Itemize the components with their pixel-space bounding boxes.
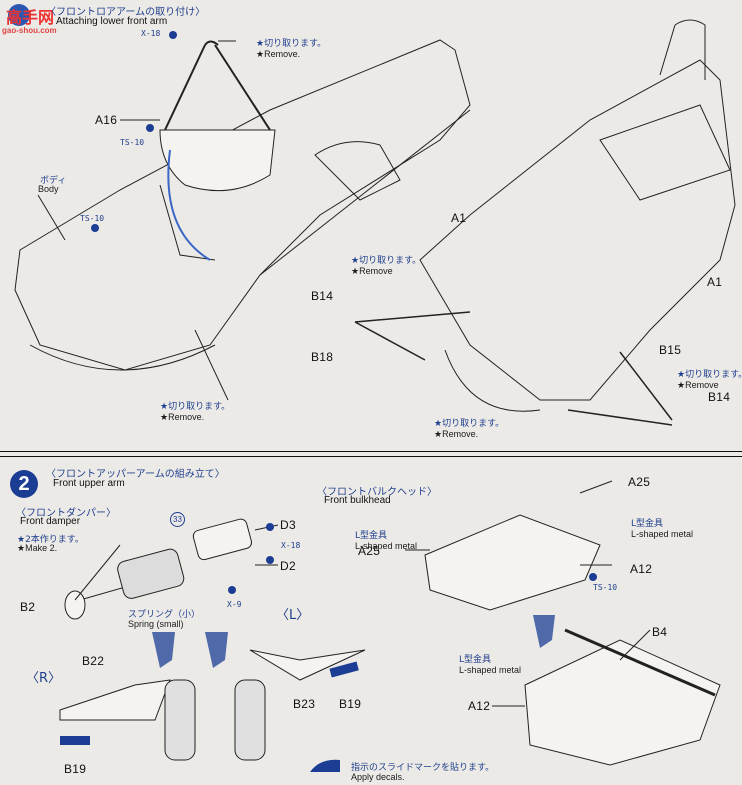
damper-title-en: Front damper bbox=[20, 516, 81, 527]
shock-l bbox=[234, 679, 266, 761]
spring-coil bbox=[117, 548, 185, 599]
label-a12-right: A12 bbox=[630, 562, 653, 576]
label-ts10-b: TS-10 bbox=[80, 214, 105, 223]
section-divider-top bbox=[0, 451, 742, 452]
screw-x18 bbox=[169, 31, 177, 39]
label-x9: X-9 bbox=[227, 600, 242, 609]
bulkhead-title-en: Front bulkhead bbox=[324, 495, 391, 506]
label-x18: X-18 bbox=[141, 29, 161, 38]
decal-note-jp: 指示のスライドマークを貼ります。 bbox=[351, 763, 495, 773]
damper-title-jp: 〈フロントダンパー〉 bbox=[16, 508, 116, 519]
screw-x9 bbox=[228, 586, 236, 594]
damper-note-en: ★Make 2. bbox=[17, 543, 58, 553]
arrow-down-2 bbox=[205, 632, 228, 668]
upper-arm-r bbox=[59, 679, 171, 721]
step2-title-jp: 〈フロントアッパーアームの組み立て〉 bbox=[46, 469, 225, 480]
lower-arm-b18 bbox=[354, 311, 471, 361]
label-b19-r: B19 bbox=[64, 762, 87, 776]
section-divider-bottom bbox=[0, 456, 742, 457]
decal-icon bbox=[310, 759, 340, 772]
shock-r bbox=[164, 679, 196, 761]
label-b22: B22 bbox=[82, 654, 105, 668]
watermark-url: gao-shou.com bbox=[2, 26, 57, 35]
roll-hoop bbox=[164, 40, 271, 131]
screw-x18-s2 bbox=[266, 523, 274, 531]
bulkhead-title-jp: 〈フロントバルクヘッド〉 bbox=[317, 487, 437, 498]
body-tub-side bbox=[259, 109, 471, 276]
label-b19-l: B19 bbox=[339, 697, 362, 711]
remove-note-1: ★切り取ります。 ★Remove. bbox=[256, 39, 327, 59]
screw-ts10-a bbox=[146, 124, 154, 132]
label-a1-right: A1 bbox=[707, 275, 723, 289]
remove-note-5: ★切り取ります。 ★Remove bbox=[677, 370, 742, 390]
label-b23: B23 bbox=[293, 697, 316, 711]
label-b2: B2 bbox=[20, 600, 36, 614]
label-body-en: Body bbox=[38, 184, 59, 194]
remove-note-3: ★切り取ります。 ★Remove bbox=[351, 256, 422, 276]
label-a25-left: A25 bbox=[358, 544, 381, 558]
step1-title-jp: 〈フロントロアアームの取り付け〉 bbox=[46, 7, 206, 18]
label-a1-left: A1 bbox=[451, 211, 467, 225]
screw-ts10-b bbox=[91, 224, 99, 232]
screw-d2 bbox=[266, 556, 274, 564]
label-left-side: 〈L〉 bbox=[276, 608, 310, 623]
step1-title-en: Attaching lower front arm bbox=[56, 16, 168, 27]
rod-b4 bbox=[564, 628, 716, 697]
decal-b19-l bbox=[329, 661, 359, 678]
decal-note-en: Apply decals. bbox=[351, 772, 405, 782]
label-d3: D3 bbox=[280, 518, 296, 532]
label-b4: B4 bbox=[652, 625, 668, 639]
body-tub-rim bbox=[29, 344, 216, 371]
label-b18: B18 bbox=[311, 350, 334, 364]
arrow-down-1 bbox=[152, 632, 175, 668]
spring-label-jp: スプリング（小） bbox=[128, 610, 201, 620]
hoop-plate bbox=[159, 129, 276, 192]
step2-title-en: Front upper arm bbox=[53, 478, 125, 489]
label-right-side: 〈R〉 bbox=[26, 671, 62, 686]
spring-label-en: Spring (small) bbox=[128, 619, 184, 629]
label-b14-right: B14 bbox=[708, 390, 731, 404]
label-body-jp: ボディ bbox=[40, 176, 67, 186]
decal-b19-r bbox=[60, 736, 90, 745]
label-b15: B15 bbox=[659, 343, 682, 357]
label-a25-top: A25 bbox=[628, 475, 651, 489]
bulkhead-plate bbox=[424, 514, 601, 611]
l-metal-label-2: L型金具 L-shaped metal bbox=[631, 519, 694, 539]
remove-note-2: ★切り取ります。 ★Remove. bbox=[160, 402, 231, 422]
right-body-outline bbox=[419, 59, 736, 401]
arrow-down-3 bbox=[533, 615, 555, 648]
label-ts10-a: TS-10 bbox=[120, 138, 145, 147]
damper-rod-highlight bbox=[167, 149, 211, 261]
decal-33-marker: 33 bbox=[170, 512, 185, 527]
screw-ts10-s2 bbox=[589, 573, 597, 581]
l-metal-label-1: L型金具 L-shaped metal bbox=[355, 531, 418, 551]
watermark-text: 高手网 bbox=[6, 10, 55, 27]
label-a12-bottom: A12 bbox=[468, 699, 491, 713]
label-d2: D2 bbox=[280, 559, 296, 573]
remove-note-4: ★切り取ります。 ★Remove. bbox=[434, 419, 505, 439]
label-b14-left: B14 bbox=[311, 289, 334, 303]
label-ts10-s2: TS-10 bbox=[593, 583, 618, 592]
watermark-logo: 高手网 gao-shou.com bbox=[2, 2, 68, 36]
label-a16: A16 bbox=[95, 113, 118, 127]
right-hoop bbox=[659, 19, 706, 80]
lower-arm-b15 bbox=[567, 351, 673, 426]
label-x18-s2: X-18 bbox=[281, 541, 301, 550]
bulkhead-assembled bbox=[524, 639, 721, 766]
damper-note-jp: ★2本作ります。 bbox=[17, 535, 84, 545]
step-number-badge: 2 bbox=[10, 470, 38, 498]
l-metal-label-3: L型金具 L-shaped metal bbox=[459, 655, 522, 675]
upper-arm-l bbox=[249, 649, 366, 681]
watermark-globe-icon bbox=[8, 4, 30, 26]
body-tub-outline bbox=[14, 39, 471, 371]
